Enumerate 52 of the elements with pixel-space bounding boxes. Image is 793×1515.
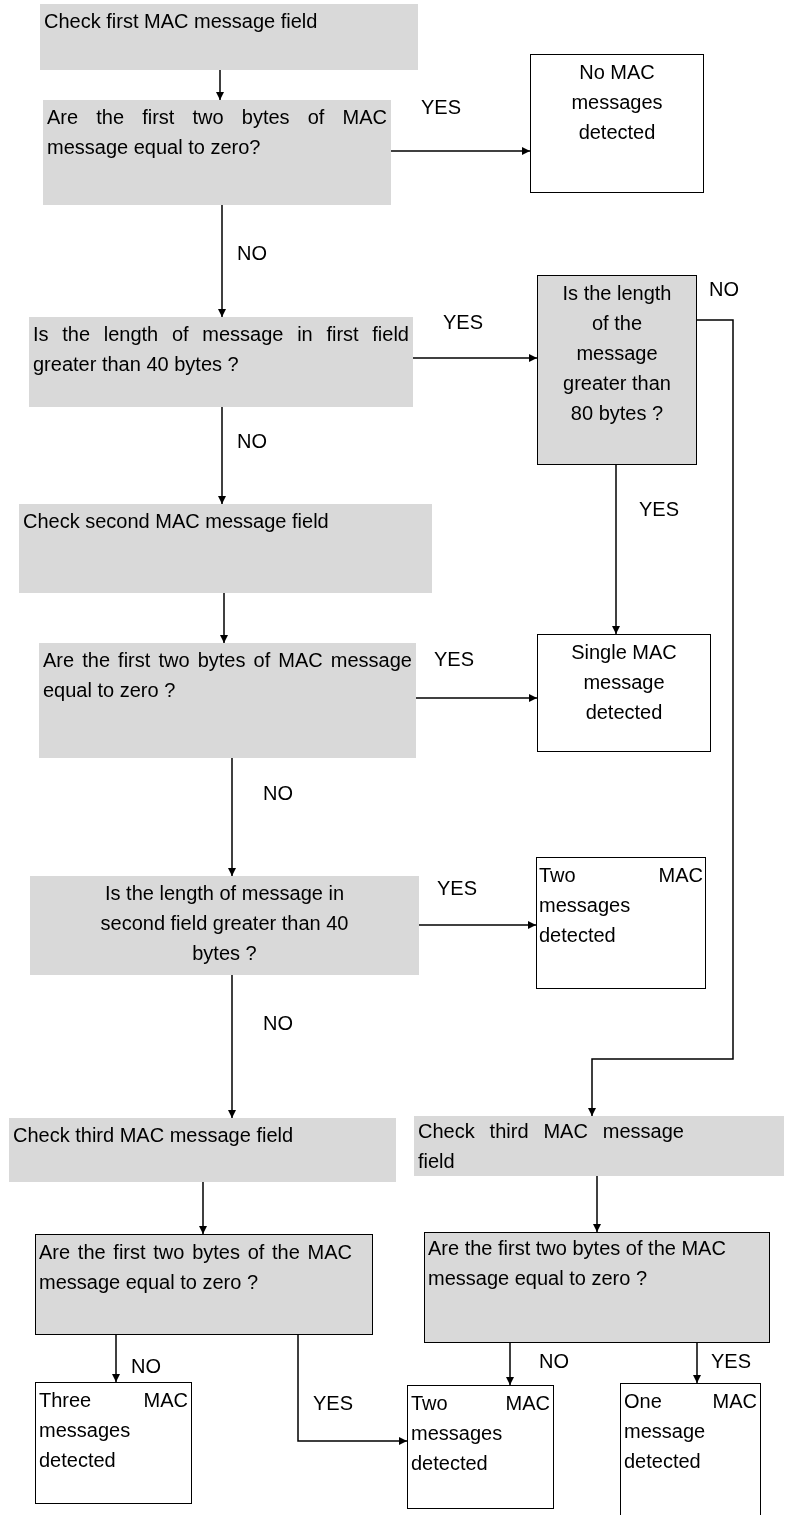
process-box	[9, 1118, 396, 1182]
node-text: Are the first two bytes of MAC message equal to zero ?	[43, 648, 412, 703]
arrow	[218, 406, 226, 505]
process-box	[537, 275, 697, 465]
arrow	[216, 69, 224, 101]
arrow	[218, 204, 226, 318]
process-box	[39, 643, 416, 758]
process-box	[424, 1232, 770, 1343]
process-box	[30, 876, 419, 975]
node-text: Are the first two bytes of the MAC message equal to zero ?	[428, 1236, 727, 1291]
arrow	[297, 1334, 408, 1445]
result-box	[530, 54, 704, 193]
process-box	[414, 1116, 784, 1176]
node-text: One MAC message detected	[624, 1389, 757, 1474]
node-text: Check third MAC message field	[418, 1119, 684, 1174]
arrow	[220, 592, 228, 644]
arrow	[228, 757, 236, 877]
arrow	[199, 1181, 207, 1235]
arrow	[693, 1342, 701, 1384]
node-text: Is the length of message in second field greater than 40 bytes ?	[99, 881, 350, 966]
node-text: Single MAC message detected	[570, 640, 678, 725]
node-text: Two MAC messages detected	[539, 863, 703, 948]
process-box	[35, 1234, 373, 1335]
arrow	[612, 464, 620, 635]
node-text: Two MAC messages detected	[411, 1391, 550, 1476]
arrow	[506, 1342, 514, 1386]
node-text: Is the length of the message greater than 80 bytes ?	[561, 281, 673, 426]
arrow	[588, 319, 734, 1117]
arrow	[593, 1175, 601, 1233]
result-box	[407, 1385, 554, 1509]
arrow	[412, 354, 538, 362]
arrow	[112, 1334, 120, 1383]
process-box	[40, 4, 418, 70]
node-text: Check third MAC message field	[13, 1123, 295, 1148]
process-box	[43, 100, 391, 205]
node-text: Check first MAC message field	[44, 9, 319, 34]
arrow	[415, 694, 538, 702]
node-text: Three MAC messages detected	[39, 1388, 188, 1473]
node-text: Are the first two bytes of the MAC message equal to zero ?	[39, 1240, 352, 1295]
result-box	[537, 634, 711, 752]
arrow	[418, 921, 537, 929]
arrow	[228, 974, 236, 1119]
result-box	[35, 1382, 192, 1504]
result-box	[536, 857, 706, 989]
process-box	[29, 317, 413, 407]
arrow	[390, 147, 531, 155]
process-box	[19, 504, 432, 593]
node-text: Is the length of message in first field greater than 40 bytes ?	[33, 322, 409, 377]
result-box	[620, 1383, 761, 1515]
node-text: Check second MAC message field	[23, 509, 330, 534]
node-text: Are the first two bytes of MAC message equal to zero?	[47, 105, 387, 160]
node-text: No MAC messages detected	[570, 60, 664, 145]
